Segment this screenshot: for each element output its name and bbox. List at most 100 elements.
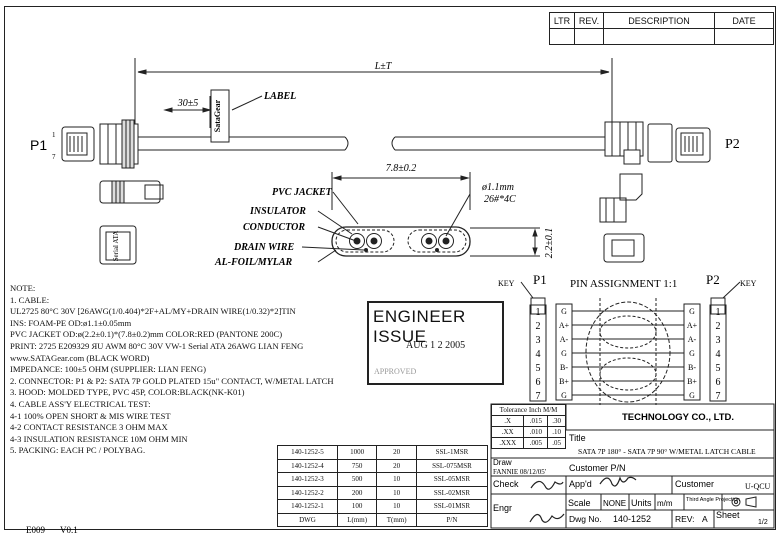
note-line: INS: FOAM-PE OD:ø1.1±0.05mm xyxy=(10,317,132,328)
tolerance-row: .X.015.30 xyxy=(490,415,566,427)
pin-p2-label: P2 xyxy=(706,272,720,287)
note-line: 2. CONNECTOR: P1 & P2: SATA 7P GOLD PLAT… xyxy=(10,375,334,386)
signal-left: A- xyxy=(560,335,569,344)
parts-cell: 100 xyxy=(336,499,378,514)
pin-number-p2: 3 xyxy=(716,335,721,346)
stamp-approved: APPROVED xyxy=(374,367,417,376)
port-p1-label: P1 xyxy=(30,137,47,153)
pin-number-p2: 2 xyxy=(716,321,721,332)
tolerance-cell: .XXX xyxy=(490,437,525,449)
tolerance-cell: .X xyxy=(490,415,525,427)
sheet-label: Sheet xyxy=(716,510,740,520)
note-line: 3. HOOD: MOLDED TYPE, PVC 45P, COLOR:BLA… xyxy=(10,387,245,398)
engr-label: Engr xyxy=(493,503,512,513)
tolerance-row: .XX.010.10 xyxy=(490,426,566,438)
note-line: 4-1 100% OPEN SHORT & MIS WIRE TEST xyxy=(10,410,171,421)
label-offset-dim: 30±5 xyxy=(177,98,199,109)
signal-right: G xyxy=(689,307,695,316)
tolerance-table: Tolerance Inch M/M .X.015.30.XX.010.10.X… xyxy=(490,404,566,449)
pin-number-p2: 6 xyxy=(716,377,721,388)
signal-left: B- xyxy=(560,363,568,372)
signal-left: G xyxy=(561,307,567,316)
parts-cell: 20 xyxy=(376,458,417,473)
tolerance-cell: .010 xyxy=(523,426,549,438)
parts-header: T(mm) xyxy=(376,512,417,527)
port-p1-pin7: 7 xyxy=(52,153,56,161)
scale-label: Scale xyxy=(568,498,591,508)
engineer-issue-stamp: ENGINEER ISSUE AUG 1 2 2005 APPROVED xyxy=(367,301,504,385)
signal-left: A+ xyxy=(559,321,570,330)
parts-cell: 140-1252-4 xyxy=(277,458,338,473)
note-line: www.SATAGear.com (BLACK WORD) xyxy=(10,352,150,363)
jacket-width-dim: 7.8±0.2 xyxy=(386,163,417,174)
note-line: NOTE: xyxy=(10,283,36,293)
pin-number-p1: 4 xyxy=(536,349,541,360)
parts-cell: 500 xyxy=(336,472,378,487)
note-line: UL2725 80°C 30V [26AWG(1/0.404)*2F+AL/MY… xyxy=(10,306,296,317)
footer-code: E009 xyxy=(26,525,45,535)
pin-number-p2: 4 xyxy=(716,349,721,360)
parts-cell: 1000 xyxy=(336,445,378,460)
note-line: 5. PACKING: EACH PC / POLYBAG. xyxy=(10,445,146,456)
check-label: Check xyxy=(493,479,519,489)
pin-p1-label: P1 xyxy=(533,272,547,287)
tolerance-cell: .XX xyxy=(490,426,525,438)
parts-cell: 140-1252-2 xyxy=(277,485,338,500)
note-line: 4. CABLE ASS'Y ELECTRICAL TEST: xyxy=(10,398,151,409)
pin-number-p1: 1 xyxy=(536,307,541,318)
projection-label: Third Angle Projection xyxy=(686,497,740,503)
tolerance-cell: .10 xyxy=(547,426,566,438)
units-label: Units xyxy=(631,498,652,508)
parts-cell: SSL-1MSR xyxy=(415,445,489,460)
draw-label: Draw xyxy=(493,458,512,467)
tolerance-header: Tolerance Inch M/M xyxy=(491,404,566,416)
conductor-dia-dim: ø1.1mm xyxy=(481,182,514,193)
conductor-callout: CONDUCTOR xyxy=(243,222,305,233)
dwg-no-value: 140-1252 xyxy=(613,514,651,524)
rev-value: A xyxy=(702,514,708,524)
tolerance-cell: .05 xyxy=(547,437,566,449)
note-line: 4-2 CONTACT RESISTANCE 3 OHM MAX xyxy=(10,422,168,433)
sheet-value: 1/2 xyxy=(758,519,768,526)
signal-right: B- xyxy=(688,363,696,372)
drawing-frame xyxy=(4,6,776,530)
signal-right: A- xyxy=(688,335,697,344)
pin-number-p1: 7 xyxy=(536,391,541,402)
rev-label: REV: xyxy=(675,514,695,524)
parts-cell: 10 xyxy=(376,472,417,487)
signal-left: G xyxy=(561,391,567,400)
drain-wire-callout: DRAIN WIRE xyxy=(233,242,294,253)
parts-cell: SSL-075MSR xyxy=(415,458,489,473)
conductor-awg-dim: 26#*4C xyxy=(484,194,516,205)
parts-cell: 140-1252-3 xyxy=(277,472,338,487)
customer-label: Customer xyxy=(675,479,714,489)
signal-left: G xyxy=(561,349,567,358)
dwg-no-label: Dwg No. xyxy=(569,514,602,524)
notes-block: NOTE:1. CABLE: UL2725 80°C 30V [26AWG(1/… xyxy=(10,283,370,457)
note-line: PVC JACKET OD:ø(2.2±0.1)*(7.8±0.2)mm COL… xyxy=(10,329,283,340)
pin-key-left: KEY xyxy=(498,279,515,288)
parts-header: P/N xyxy=(415,512,489,527)
note-line: PRINT: 2725 E209329 ЯU AWM 80°C 30V VW-1… xyxy=(10,340,304,351)
signal-right: G xyxy=(689,391,695,400)
pin-key-right: KEY xyxy=(740,279,757,288)
pin-number-p1: 6 xyxy=(536,377,541,388)
pvc-jacket-callout: PVC JACKET xyxy=(272,187,333,198)
jacket-height-dim: 2.2±0.1 xyxy=(544,228,555,259)
customer-value: U-QCU xyxy=(745,482,771,491)
company-name: TECHNOLOGY CO., LTD. xyxy=(622,412,734,423)
signal-right: G xyxy=(689,349,695,358)
overall-length-dim: L±T xyxy=(374,61,393,72)
parts-cell: 140-1252-1 xyxy=(277,499,338,514)
port-p2-label: P2 xyxy=(725,137,740,152)
pin-number-p1: 3 xyxy=(536,335,541,346)
insulator-callout: INSULATOR xyxy=(249,206,306,217)
cable-label-text: SataGear xyxy=(213,99,222,132)
